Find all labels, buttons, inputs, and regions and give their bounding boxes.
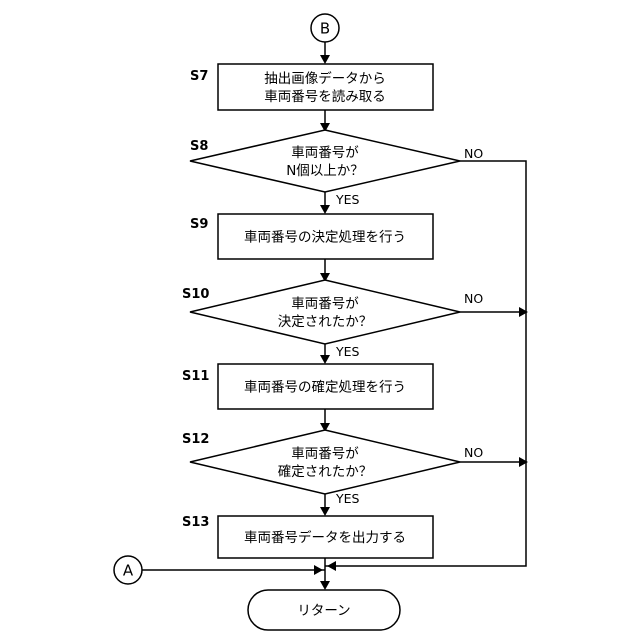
step-s13-id: S13	[182, 515, 209, 530]
decision-s8: 車両番号が N個以上か？	[190, 130, 460, 192]
s12-no-label: NO	[464, 445, 483, 460]
s8-no-label: NO	[464, 146, 483, 161]
step-s8-id: S8	[190, 139, 208, 154]
step-s9: 車両番号の決定処理を行う	[218, 214, 433, 259]
connector-a: A	[114, 556, 142, 584]
decision-s10-line-1: 車両番号が	[291, 296, 359, 312]
s10-no-label: NO	[464, 291, 483, 306]
connector-b: B	[311, 14, 339, 42]
step-s9-id: S9	[190, 217, 208, 232]
step-s13: 車両番号データを出力する	[218, 516, 433, 558]
connector-a-label: A	[123, 562, 134, 580]
decision-s12-line-1: 車両番号が	[291, 446, 359, 462]
decision-s12-line-2: 確定されたか？	[278, 464, 373, 480]
step-s11-id: S11	[182, 369, 209, 384]
decision-s12: 車両番号が 確定されたか？	[190, 430, 460, 494]
connector-b-label: B	[320, 20, 330, 38]
step-s7: 抽出画像データから 車両番号を読み取る	[218, 64, 433, 110]
s12-yes-label: YES	[335, 491, 360, 506]
step-s12-id: S12	[182, 432, 209, 447]
step-s7-line-1: 抽出画像データから	[264, 70, 386, 87]
decision-s8-line-2: N個以上か？	[286, 163, 364, 179]
terminal-label: リターン	[297, 603, 350, 619]
s8-yes-label: YES	[335, 192, 360, 207]
step-s11-line-1: 車両番号の確定処理を行う	[244, 380, 406, 396]
decision-s10-line-2: 決定されたか？	[278, 314, 373, 330]
step-s10-id: S10	[182, 287, 209, 302]
step-s13-line-1: 車両番号データを出力する	[244, 529, 406, 546]
decision-s8-line-1: 車両番号が	[291, 145, 359, 161]
step-s7-id: S7	[190, 69, 208, 84]
step-s11: 車両番号の確定処理を行う	[218, 364, 433, 409]
decision-s10: 車両番号が 決定されたか？	[190, 280, 460, 344]
step-s7-line-2: 車両番号を読み取る	[264, 89, 386, 105]
step-s9-line-1: 車両番号の決定処理を行う	[244, 230, 406, 246]
terminal-return: リターン	[248, 590, 400, 630]
s10-yes-label: YES	[335, 344, 360, 359]
